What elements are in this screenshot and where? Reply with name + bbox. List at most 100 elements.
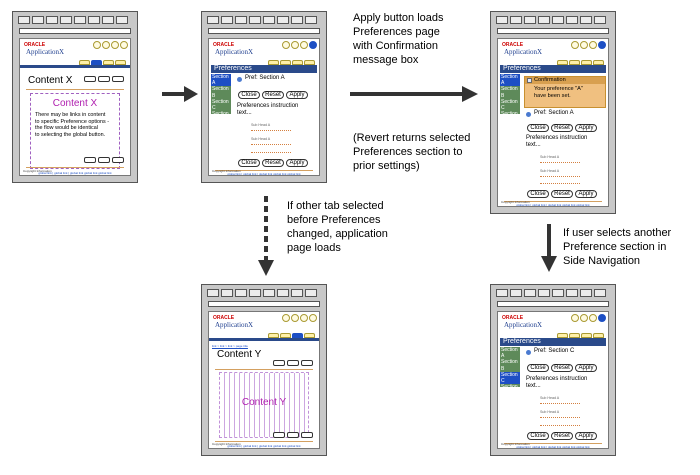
page-button[interactable] xyxy=(84,76,96,82)
confirmation-message-box: Confirmation Your preference "A" have be… xyxy=(524,76,606,108)
app-name: ApplicationX xyxy=(26,48,65,56)
side-nav-item[interactable]: Section A xyxy=(500,74,520,87)
page-button[interactable] xyxy=(273,360,285,366)
copyright: Copyright Information xyxy=(501,200,530,204)
close-button[interactable]: Close xyxy=(527,364,549,372)
preferences-header: Preferences xyxy=(500,65,606,73)
screen-preferences-c: ORACLE ApplicationX Preferences Section … xyxy=(490,284,616,456)
right-arrow-icon xyxy=(162,86,198,102)
screen-content-x: ORACLE ApplicationX Content X Content X … xyxy=(12,11,138,183)
bullet-icon xyxy=(237,77,242,82)
info-icon xyxy=(527,78,532,83)
content-box-title: Content Y xyxy=(241,397,287,408)
screen-preferences-a: ORACLE ApplicationX Preferences Section … xyxy=(201,11,327,183)
caption-other-tab: If other tab selected before Preferences… xyxy=(287,200,388,254)
caption-apply: Apply button loads Preferences page with… xyxy=(353,12,444,66)
side-nav-item[interactable]: Section A xyxy=(501,347,518,360)
pref-section-title: Pref: Section C xyxy=(534,348,575,354)
page-button[interactable] xyxy=(301,360,313,366)
reset-button[interactable]: Reset xyxy=(551,432,573,440)
close-button[interactable]: Close xyxy=(527,190,549,198)
content-box: Content Y xyxy=(219,372,309,438)
browser-page: ORACLE ApplicationX Preferences Section … xyxy=(208,38,320,176)
pref-section-title: Pref: Section A xyxy=(534,110,574,116)
side-nav-item[interactable]: etc xyxy=(501,136,508,143)
page-button[interactable] xyxy=(112,76,124,82)
global-buttons xyxy=(571,314,606,322)
side-nav-item[interactable]: Section F xyxy=(212,123,229,136)
page-button[interactable] xyxy=(84,157,96,163)
side-nav-item[interactable]: Section B xyxy=(212,86,229,99)
dashed-down-arrow-icon xyxy=(258,196,274,276)
down-arrow-icon xyxy=(541,224,557,272)
app-name: ApplicationX xyxy=(504,321,543,329)
side-nav-item[interactable]: Section D xyxy=(501,111,518,124)
apply-button[interactable]: Apply xyxy=(575,432,597,440)
side-nav-item[interactable]: etc xyxy=(501,409,508,416)
side-nav-item[interactable]: Section D xyxy=(212,111,229,124)
pref-section-title: Pref: Section A xyxy=(245,75,285,81)
side-nav-item[interactable]: Section B xyxy=(501,359,518,372)
copyright: Copyright Information xyxy=(501,442,530,446)
address-bar xyxy=(208,301,320,307)
side-nav-item[interactable]: Section F xyxy=(501,396,518,409)
right-arrow-icon xyxy=(350,86,478,102)
page-title: Content X xyxy=(28,75,73,86)
close-button[interactable]: Close xyxy=(238,159,260,167)
address-bar xyxy=(497,28,609,34)
confirmation-title: Confirmation xyxy=(534,77,566,83)
oracle-logo: ORACLE xyxy=(213,315,235,321)
close-button[interactable]: Close xyxy=(527,124,549,132)
reset-button[interactable]: Reset xyxy=(262,91,284,99)
side-nav-item[interactable]: Section B xyxy=(501,86,518,99)
close-button[interactable]: Close xyxy=(527,432,549,440)
footer-links[interactable]: global link | global link | global link … xyxy=(227,172,301,176)
tab-bar xyxy=(557,60,604,65)
page-button[interactable] xyxy=(301,432,313,438)
footer-links[interactable]: global link | global link | global link … xyxy=(516,203,590,207)
side-nav-item[interactable]: etc xyxy=(212,136,219,143)
reset-button[interactable]: Reset xyxy=(551,190,573,198)
apply-button[interactable]: Apply xyxy=(286,159,308,167)
footer-links[interactable]: global link | global link | global link … xyxy=(227,444,301,448)
side-nav-item[interactable]: Section C xyxy=(212,98,229,112)
apply-button[interactable]: Apply xyxy=(575,364,597,372)
page-button[interactable] xyxy=(112,157,124,163)
page-button[interactable] xyxy=(287,360,299,366)
app-name: ApplicationX xyxy=(215,321,254,329)
apply-button[interactable]: Apply xyxy=(575,124,597,132)
content-box-title: Content X xyxy=(52,98,98,109)
side-navigation: Section A Section B Section C Section D … xyxy=(500,347,520,415)
reset-button[interactable]: Reset xyxy=(551,364,573,372)
apply-button[interactable]: Apply xyxy=(575,190,597,198)
page-button[interactable] xyxy=(98,157,110,163)
oracle-logo: ORACLE xyxy=(24,42,46,48)
side-nav-item[interactable]: Section D xyxy=(501,384,518,397)
page-button[interactable] xyxy=(98,76,110,82)
page-button[interactable] xyxy=(287,432,299,438)
oracle-logo: ORACLE xyxy=(502,315,524,321)
oracle-logo: ORACLE xyxy=(502,42,524,48)
sub-head: Sub Head A xyxy=(540,155,560,159)
side-nav-item[interactable]: Section C xyxy=(501,98,518,112)
tab-bar xyxy=(268,60,315,65)
page-button[interactable] xyxy=(273,432,285,438)
content-box-text: There may be links in content to specifi… xyxy=(35,112,110,138)
address-bar xyxy=(19,28,131,34)
global-buttons xyxy=(93,41,128,49)
browser-page: ORACLE ApplicationX link > link > link >… xyxy=(208,311,320,449)
side-nav-item[interactable]: Section C xyxy=(500,371,520,385)
breadcrumb[interactable]: link > link > link > page title xyxy=(212,344,248,348)
footer-links[interactable]: global link | global link | global link … xyxy=(516,445,590,449)
footer-links[interactable]: global link | global link | global link … xyxy=(38,171,112,175)
reset-button[interactable]: Reset xyxy=(262,159,284,167)
side-navigation: Section A Section B Section C Section D … xyxy=(211,74,231,142)
browser-page: ORACLE ApplicationX Preferences Section … xyxy=(497,38,609,207)
apply-button[interactable]: Apply xyxy=(286,91,308,99)
side-nav-item[interactable]: Section A xyxy=(211,74,231,87)
side-nav-item[interactable]: Section F xyxy=(501,123,518,136)
app-name: ApplicationX xyxy=(504,48,543,56)
sub-head: Sub Head A xyxy=(540,396,560,400)
close-button[interactable]: Close xyxy=(238,91,260,99)
reset-button[interactable]: Reset xyxy=(551,124,573,132)
